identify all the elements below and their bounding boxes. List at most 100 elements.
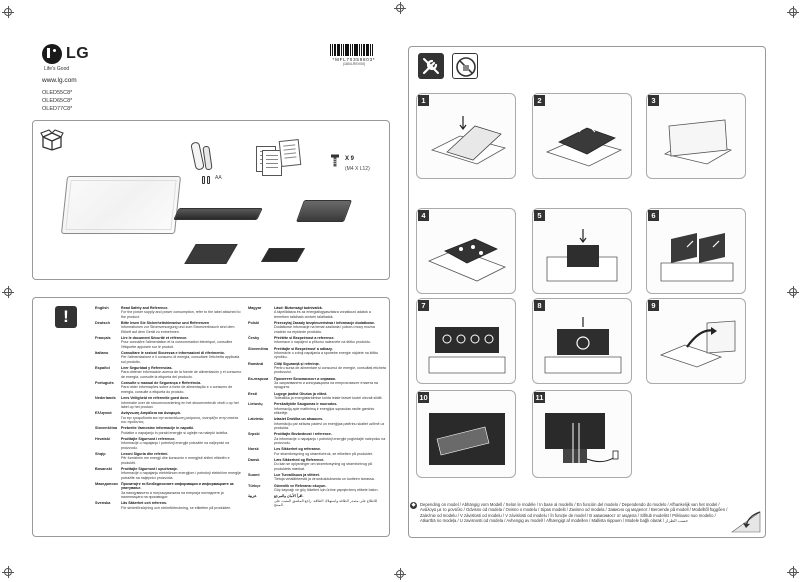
- step-11-panel: [532, 390, 632, 478]
- language-name: Svenska: [95, 501, 111, 506]
- safety-text: Læs Sikkerhed og Reference.Du kan se opl…: [274, 458, 386, 471]
- safety-title: Bitte lesen Sie Sicherheitshinweise und …: [121, 321, 210, 326]
- model-name: OLED65C8*: [42, 98, 73, 104]
- registration-mark-mid-right: [787, 286, 799, 298]
- step-number: 1: [418, 95, 429, 106]
- safety-title: Прочитајте ги Безбедносните информации и…: [121, 481, 234, 491]
- safety-body: Informatie over de stroomvoorziening en …: [121, 400, 239, 409]
- safety-body: For the power supply and power consumpti…: [121, 310, 241, 319]
- installation-steps-panel: [408, 46, 766, 538]
- website-link[interactable]: www.lg.com: [42, 77, 77, 84]
- safety-title: Güvenlik ve Referansı okuyun.: [274, 483, 327, 488]
- lock-stand-illustration: [544, 317, 622, 374]
- language-name: Norsk: [248, 447, 259, 452]
- safety-text: Lees Veiligheid en referentie goed door.…: [121, 396, 243, 409]
- safety-text: Consulte o manual de Segurança e Referên…: [121, 381, 243, 394]
- language-name: Shqip: [95, 451, 106, 456]
- warning-icon: !: [55, 306, 77, 328]
- no-tool-icon: [452, 53, 478, 79]
- safety-body: Per l'alimentazione e il consumo di ener…: [121, 355, 240, 364]
- safety-text: Izlasiet Drošība un atsauces.Informāciju…: [274, 417, 386, 430]
- model-name: OLED55C8*: [42, 90, 73, 96]
- lg-logo: LG: [42, 44, 89, 64]
- safety-body: Informaciją apie maitinimą ir energijos …: [274, 406, 375, 416]
- language-name: Slovenščina: [95, 426, 118, 431]
- safety-title: Läs Säkerhet och referens.: [121, 501, 167, 506]
- registration-mark-top-left: [2, 6, 14, 18]
- safety-text-panel: [32, 297, 390, 537]
- model-list: OLED55C8* OLED65C8* OLED77C8*: [42, 89, 72, 113]
- safety-body: Informacije o napajanju i potrošnji ener…: [121, 441, 230, 450]
- model-name: OLED77C8*: [42, 106, 73, 112]
- safety-title: Прочетете Безопасност и справки.: [274, 376, 336, 381]
- safety-body: Informationen zur Stromversorgung und zu…: [121, 325, 235, 334]
- step-number: 7: [418, 300, 429, 311]
- safety-text: Läs Säkerhet och referens.För strömförsö…: [121, 501, 243, 510]
- language-name: Eesti: [248, 391, 258, 396]
- language-name: Deutsch: [95, 321, 110, 326]
- safety-body: A tápellátásra és az energiafogyasztásra…: [274, 310, 371, 319]
- registration-mark-bottom-right: [787, 566, 799, 578]
- safety-body: За напојувањето и потрошувачката на енер…: [121, 490, 224, 499]
- language-name: Polski: [248, 321, 260, 326]
- battery-type-label: AA: [215, 175, 222, 181]
- lg-face-icon: [42, 44, 62, 64]
- safety-title: Izlasiet Drošība un atsauces.: [274, 417, 324, 422]
- barcode: *MFL70359803* (1804-REV00): [330, 44, 378, 66]
- safety-body: Para obtener información acerca de la fu…: [121, 370, 242, 379]
- language-name: Français: [95, 336, 111, 341]
- step-9-panel: [646, 298, 746, 384]
- safety-title: Leer Seguridad y Referencias.: [121, 366, 173, 371]
- language-name: Nederlands: [95, 396, 116, 401]
- safety-text: Lugege jaotist Ohutus ja viited.Toiteall…: [274, 392, 386, 401]
- registration-mark-mid-left: [2, 286, 14, 298]
- safety-body: Dodatkowe informacje na temat zasilania …: [274, 325, 375, 334]
- safety-title: Les Sikkerhet og referanse.: [274, 447, 321, 452]
- language-name: Srpski: [248, 432, 260, 437]
- language-name: Latviešu: [248, 417, 264, 422]
- step-3-panel: [646, 93, 746, 179]
- safety-title: Lexoni Siguria dhe referimi.: [121, 451, 169, 456]
- open-box-icon: [40, 129, 64, 151]
- safety-body: За захранването и консумацията на енерги…: [274, 381, 378, 390]
- language-name: عربية: [248, 494, 257, 499]
- screw-count: X 9: [345, 156, 355, 162]
- remove-film-illustration: [429, 413, 505, 465]
- safety-text: Прочитајте ги Безбедносните информации и…: [121, 482, 243, 500]
- safety-text: Ανάγνωση Ασφάλεια και Αναφορά.Για την τρ…: [121, 411, 243, 424]
- safety-entry: Latviešu Izlasiet Drošība un atsauces.Inf…: [248, 417, 386, 430]
- battery-icon: [202, 176, 205, 184]
- safety-title: Pročitajte Sigurnost i upućivanje.: [121, 466, 178, 471]
- language-name: Slovenčina: [248, 346, 269, 351]
- step-10-panel: [416, 390, 516, 478]
- step-number: 9: [648, 300, 659, 311]
- brand-name: LG: [66, 45, 90, 62]
- step-4-panel: [416, 208, 516, 294]
- safety-entry: Svenska Läs Säkerhet och referens.För str…: [95, 501, 243, 510]
- safety-body: Para obter informações sobre a fonte de …: [121, 385, 233, 394]
- step-number: 5: [534, 210, 545, 221]
- safety-text: Lexoni Siguria dhe referimi.Për furnizim…: [121, 452, 243, 465]
- safety-text: Perskaitykite Saugumas ir nuorodos.Infor…: [274, 402, 386, 415]
- safety-body: Podatke o napajanju in porabi energije s…: [121, 430, 229, 435]
- barcode-number: *MFL70359803*: [332, 57, 376, 62]
- safety-text: Pročitajte Sigurnost i upućivanje.Inform…: [121, 467, 243, 480]
- safety-body: Pentru sursa de alimentare și consumul d…: [274, 366, 386, 375]
- safety-title: Lásd: Biztonsági tudnivalók.: [274, 306, 323, 310]
- safety-text: Güvenlik ve Referansı okuyun.Güç kaynağı…: [274, 484, 386, 493]
- step-number: 6: [648, 210, 659, 221]
- safety-title: Perskaitykite Saugumas ir nuorodos.: [274, 402, 338, 407]
- safety-text: Pročitajte Sigurnost i reference.Informa…: [121, 437, 243, 450]
